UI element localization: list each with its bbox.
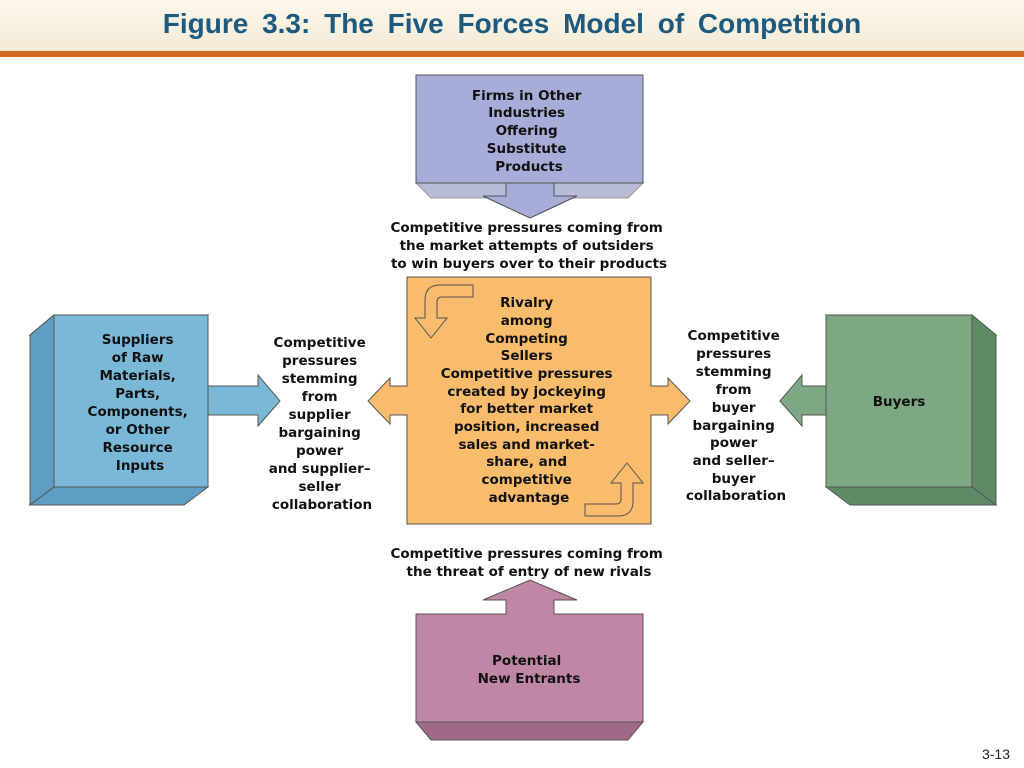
- suppliers-pressure-text: Competitive pressures stemming from supp…: [269, 335, 376, 513]
- title-banner: [0, 0, 1024, 52]
- substitutes-pressure-text: Competitive pressures coming from the ma…: [390, 220, 667, 272]
- title-underline: [0, 51, 1024, 57]
- suppliers-arrow: [207, 373, 281, 428]
- suppliers-box: [28, 313, 210, 506]
- buyers-box: [824, 313, 998, 506]
- buyers-arrow: [779, 373, 827, 428]
- suppliers-label: Suppliers of Raw Materials, Parts, Compo…: [88, 332, 193, 474]
- buyers-pressure-text: Competitive pressures stemming from buye…: [686, 328, 786, 504]
- page-number: 3-13: [981, 746, 1010, 762]
- slide-title: Figure 3.3: The Five Forces Model of Com…: [162, 8, 862, 39]
- rivalry-cycle-arrow-bottom: [584, 462, 645, 517]
- buyers-label: Buyers: [873, 394, 926, 410]
- substitutes-label: Firms in Other Industries Offering Subst…: [472, 88, 586, 175]
- new-entrants-label: Potential New Entrants: [478, 653, 581, 687]
- rivalry-box: [367, 276, 691, 525]
- new-entrants-box: [414, 579, 645, 741]
- new-entrants-pressure-text: Competitive pressures coming from the th…: [390, 546, 667, 580]
- rivalry-cycle-arrow-top: [413, 284, 474, 339]
- rivalry-label: Rivalry among Competing Sellers Competit…: [441, 295, 618, 506]
- substitutes-box: [414, 74, 645, 219]
